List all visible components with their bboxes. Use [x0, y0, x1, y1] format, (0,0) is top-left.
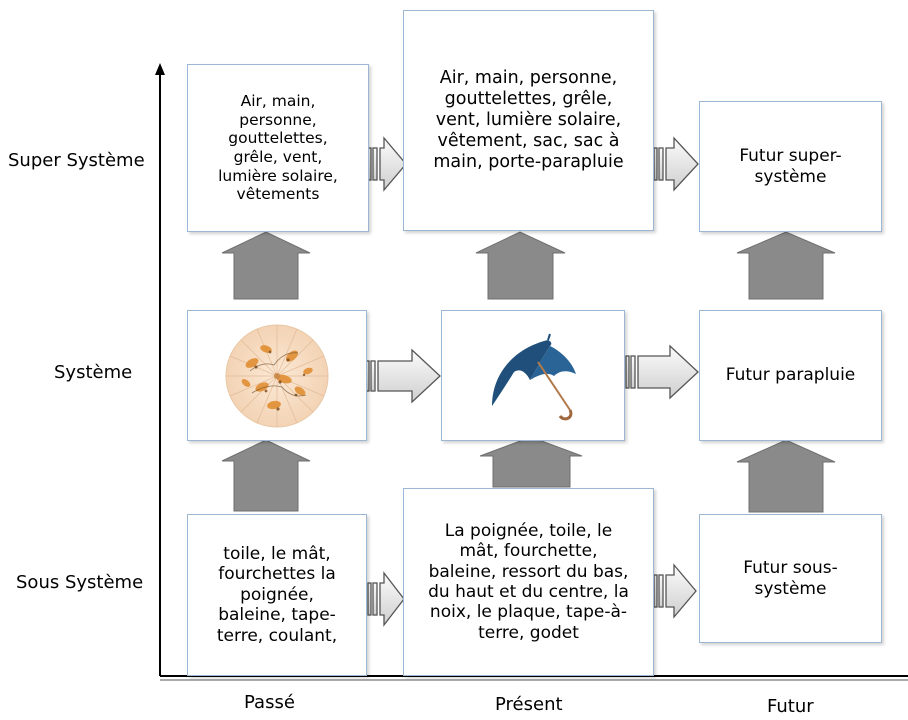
- axes: [155, 63, 908, 681]
- chinese-parasol-image: [225, 324, 329, 427]
- right-arrow-sys-past-to-present: [365, 348, 441, 404]
- right-arrow-super-past-to-present: [367, 136, 407, 192]
- y-axis-arrowhead: [155, 63, 165, 75]
- cell-past-sub-system: toile, le mât, fourchettes la poignée, b…: [187, 514, 367, 676]
- up-arrow-future-sub-to-sys: [736, 439, 836, 513]
- up-arrow-past-sub-to-sys: [221, 439, 311, 512]
- cell-past-system: [187, 310, 367, 441]
- cell-future-sub-system: Futur sous- système: [699, 514, 882, 643]
- up-arrow-present-sys-to-super: [475, 231, 566, 300]
- column-label-past: Passé: [244, 692, 295, 713]
- cell-present-super-system-text: Air, main, personne, gouttelettes, grêle…: [433, 68, 624, 172]
- cell-present-sub-system-text: La poignée, toile, le mât, fourchette, b…: [428, 520, 629, 643]
- row-label-system: Système: [54, 362, 133, 383]
- cell-present-sub-system: La poignée, toile, le mât, fourchette, b…: [403, 488, 654, 676]
- cell-past-sub-system-text: toile, le mât, fourchettes la poignée, b…: [216, 544, 338, 646]
- cell-present-super-system: Air, main, personne, gouttelettes, grêle…: [403, 10, 654, 231]
- row-label-super-system: Super Système: [8, 150, 145, 171]
- up-arrow-past-sys-to-super: [221, 231, 311, 300]
- cell-future-sub-system-text: Futur sous- système: [743, 558, 838, 599]
- right-arrow-super-present-to-future: [653, 136, 699, 192]
- cell-present-system: [441, 310, 625, 441]
- up-arrow-future-sys-to-super: [736, 231, 836, 300]
- up-arrow-present-sub-to-sys: [479, 436, 583, 488]
- parasol-canopy: [225, 324, 329, 427]
- cell-future-system: Futur parapluie: [699, 310, 882, 441]
- cell-past-super-system: Air, main, personne, gouttelettes, grêle…: [187, 64, 369, 232]
- blue-umbrella-image: [492, 333, 576, 420]
- cell-future-system-text: Futur parapluie: [725, 365, 856, 386]
- cell-future-super-system-text: Futur super- système: [739, 146, 842, 187]
- umbrella-canopy: [492, 333, 576, 406]
- cell-future-super-system: Futur super- système: [699, 101, 882, 232]
- row-label-sub-system: Sous Système: [16, 572, 144, 593]
- umbrella-shaft: [537, 360, 573, 420]
- column-label-present: Présent: [495, 694, 563, 715]
- column-label-future: Futur: [767, 696, 814, 717]
- right-arrow-sys-present-to-future: [625, 344, 699, 400]
- cell-past-super-system-text: Air, main, personne, gouttelettes, grêle…: [218, 92, 338, 204]
- right-arrow-sub-present-to-future: [653, 563, 697, 619]
- right-arrow-sub-past-to-present: [367, 571, 405, 627]
